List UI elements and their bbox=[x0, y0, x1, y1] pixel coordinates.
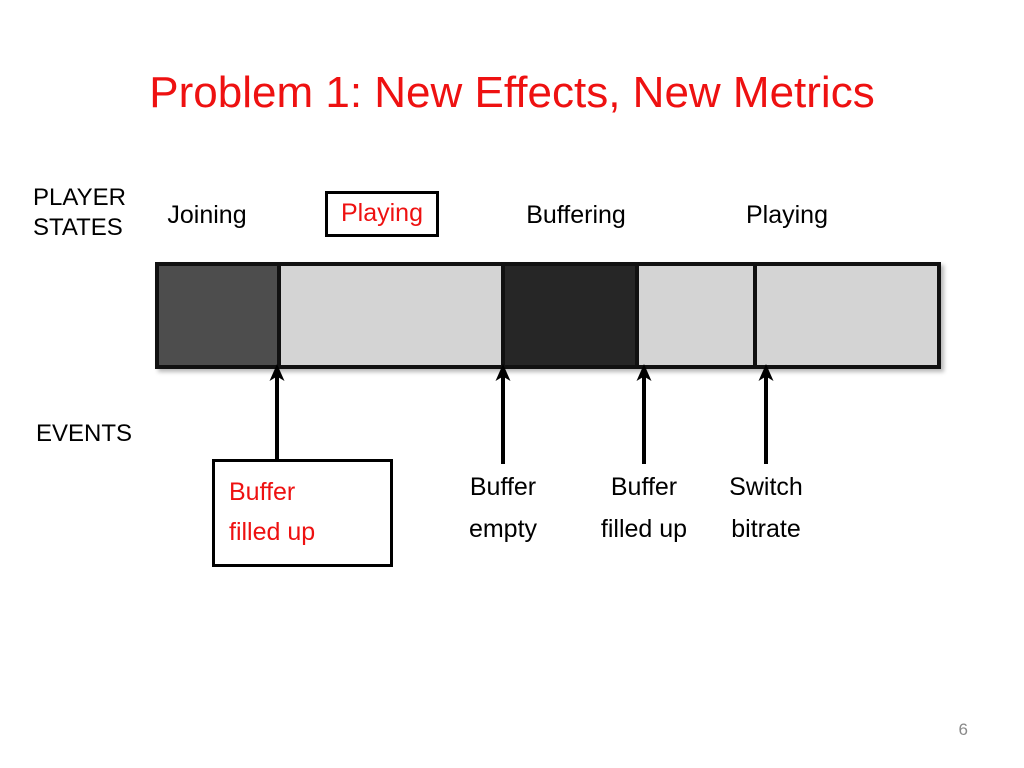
event-label-3: Switch bitrate bbox=[729, 473, 803, 543]
player-state-header-playing-1: Playing bbox=[325, 191, 439, 237]
event-label-2: Buffer filled up bbox=[600, 473, 688, 543]
timeline-segment-playing-4 bbox=[753, 266, 931, 365]
events-row-label: EVENTS bbox=[36, 420, 133, 447]
player-state-timeline bbox=[155, 262, 941, 369]
player-state-header-playing-3: Playing bbox=[746, 201, 828, 229]
event-label-1: Buffer empty bbox=[468, 473, 538, 543]
event-arrow-2 bbox=[635, 364, 653, 464]
page-title: Problem 1: New Effects, New Metrics bbox=[149, 68, 875, 117]
event-label-0: Buffer filled up bbox=[212, 459, 393, 567]
timeline-segment-playing-1 bbox=[277, 266, 501, 365]
player-state-header-joining-0: Joining bbox=[167, 201, 247, 229]
event-arrow-1 bbox=[494, 364, 512, 464]
event-arrow-0 bbox=[268, 364, 286, 459]
page-number: 6 bbox=[958, 720, 968, 739]
timeline-segment-buffering-2 bbox=[501, 266, 635, 365]
player-state-header-buffering-2: Buffering bbox=[526, 201, 626, 229]
event-arrow-3 bbox=[757, 364, 775, 464]
timeline-segment-playing-3 bbox=[635, 266, 753, 365]
timeline-segment-joining-0 bbox=[159, 266, 277, 365]
player-states-row-label: PLAYER STATES bbox=[33, 184, 126, 241]
